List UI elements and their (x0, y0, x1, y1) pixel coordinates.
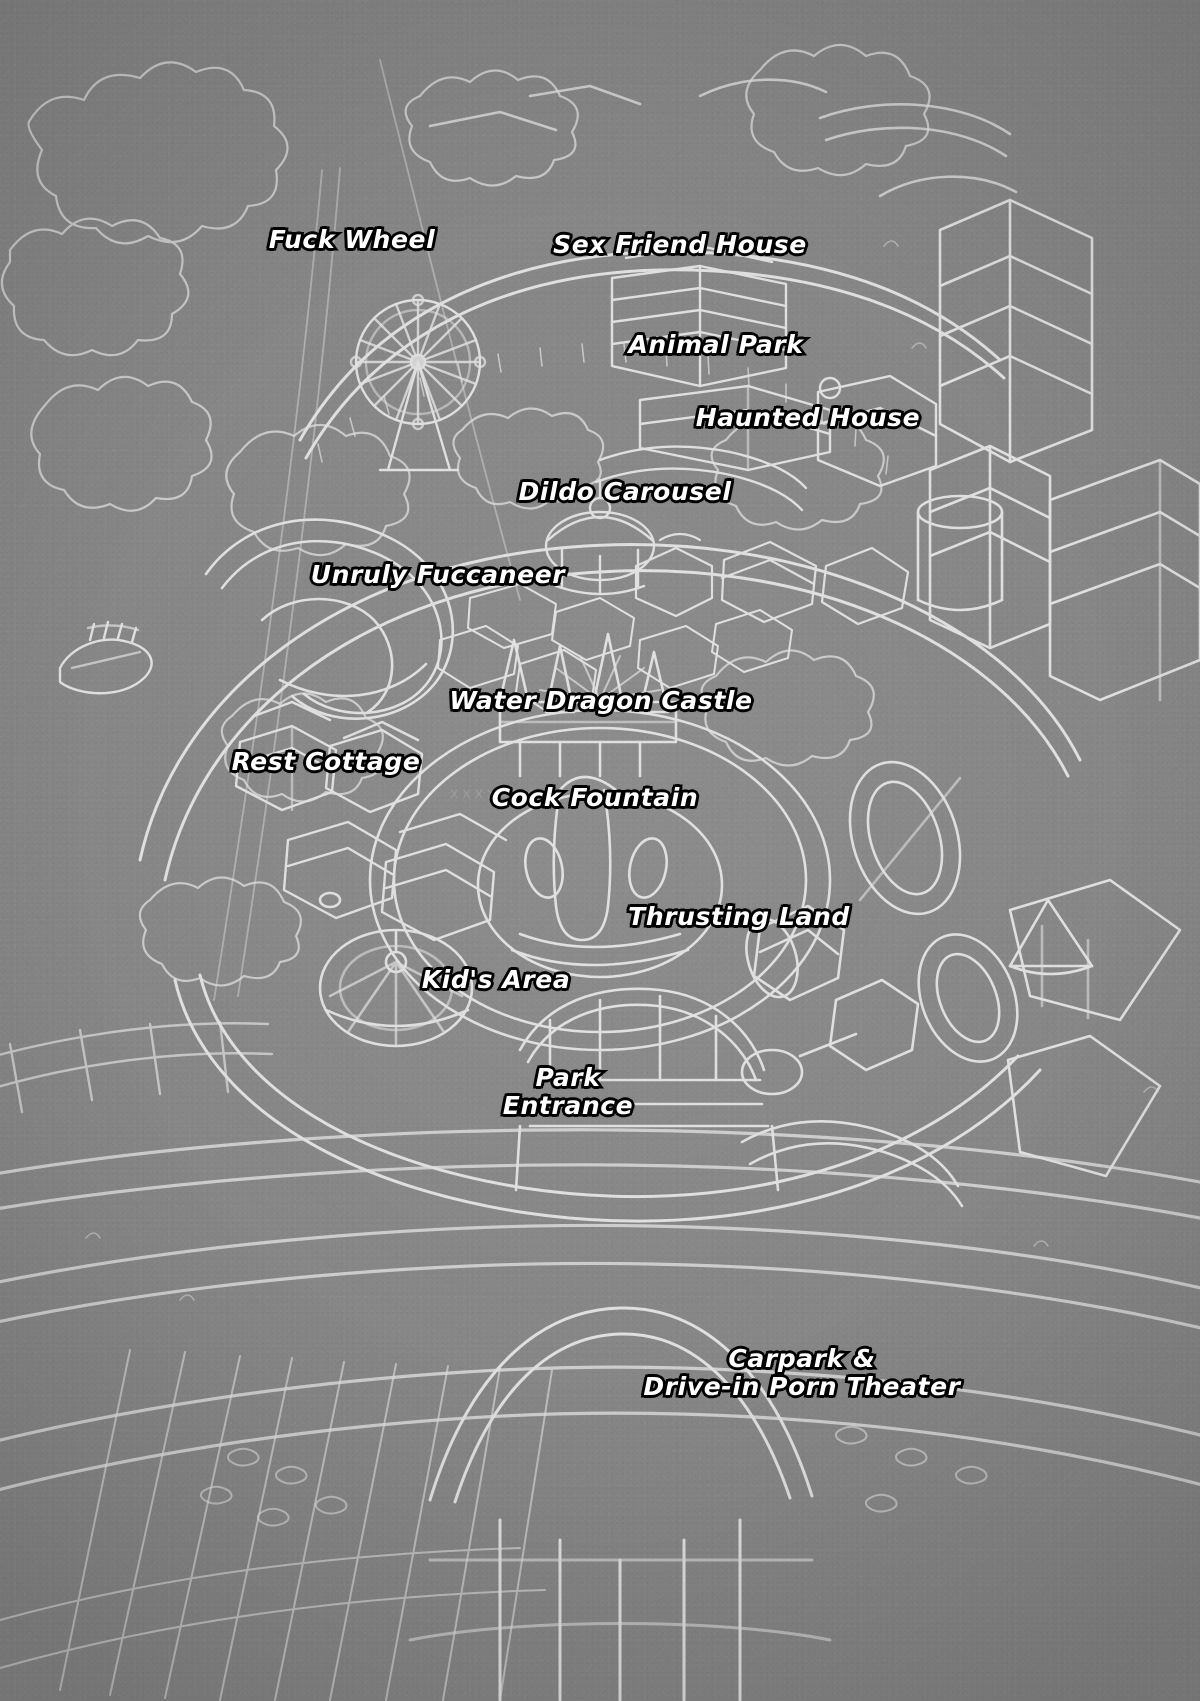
map-label-unruly-fuccaneer[interactable]: Unruly Fuccaneer (308, 558, 567, 591)
watermark-text: xxxxxxx (449, 783, 537, 803)
map-label-animal-park[interactable]: Animal Park (626, 328, 805, 361)
map-label-cock-fountain[interactable]: Cock Fountain (489, 781, 700, 814)
map-label-haunted-house[interactable]: Haunted House (693, 401, 922, 434)
map-label-carpark-theater[interactable]: Carpark & Drive-in Porn Theater (641, 1342, 963, 1403)
map-label-thrusting-land[interactable]: Thrusting Land (626, 900, 852, 933)
map-label-water-dragon-castle[interactable]: Water Dragon Castle (447, 684, 755, 717)
map-label-dildo-carousel[interactable]: Dildo Carousel (516, 475, 733, 508)
map-label-fuck-wheel[interactable]: Fuck Wheel (266, 223, 437, 256)
map-label-sex-friend-house[interactable]: Sex Friend House (551, 228, 809, 261)
map-label-park-entrance[interactable]: Park Entrance (500, 1061, 635, 1122)
map-label-kids-area[interactable]: Kid's Area (419, 963, 572, 996)
map-label-rest-cottage[interactable]: Rest Cottage (229, 745, 422, 778)
